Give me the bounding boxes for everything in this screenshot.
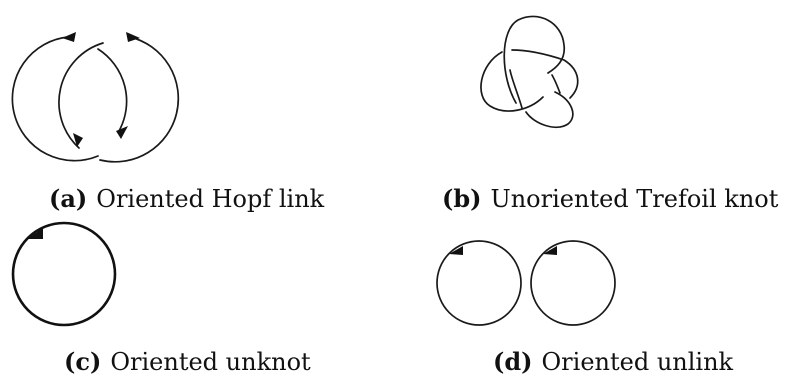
caption-d-text: Oriented unlink <box>541 348 734 376</box>
caption-a-tag: (a) <box>49 184 88 213</box>
panel-a <box>0 0 360 220</box>
caption-a: (a) Oriented Hopf link <box>49 184 325 213</box>
caption-b-text: Unoriented Trefoil knot <box>490 185 779 213</box>
trefoil-knot-icon <box>480 15 579 129</box>
caption-c-tag: (c) <box>64 347 102 376</box>
panel-b <box>460 0 620 150</box>
hopf-link-icon <box>11 32 180 163</box>
caption-c: (c) Oriented unknot <box>64 347 311 376</box>
caption-c-text: Oriented unknot <box>110 348 311 376</box>
caption-d-tag: (d) <box>493 347 533 376</box>
panel-d <box>420 230 640 340</box>
unknot-icon <box>11 221 117 327</box>
panel-c <box>0 220 140 340</box>
caption-b: (b) Unoriented Trefoil knot <box>442 184 779 213</box>
caption-a-text: Oriented Hopf link <box>96 185 325 213</box>
caption-b-tag: (b) <box>442 184 482 213</box>
caption-d: (d) Oriented unlink <box>493 347 734 376</box>
unlink-icon <box>436 240 616 326</box>
